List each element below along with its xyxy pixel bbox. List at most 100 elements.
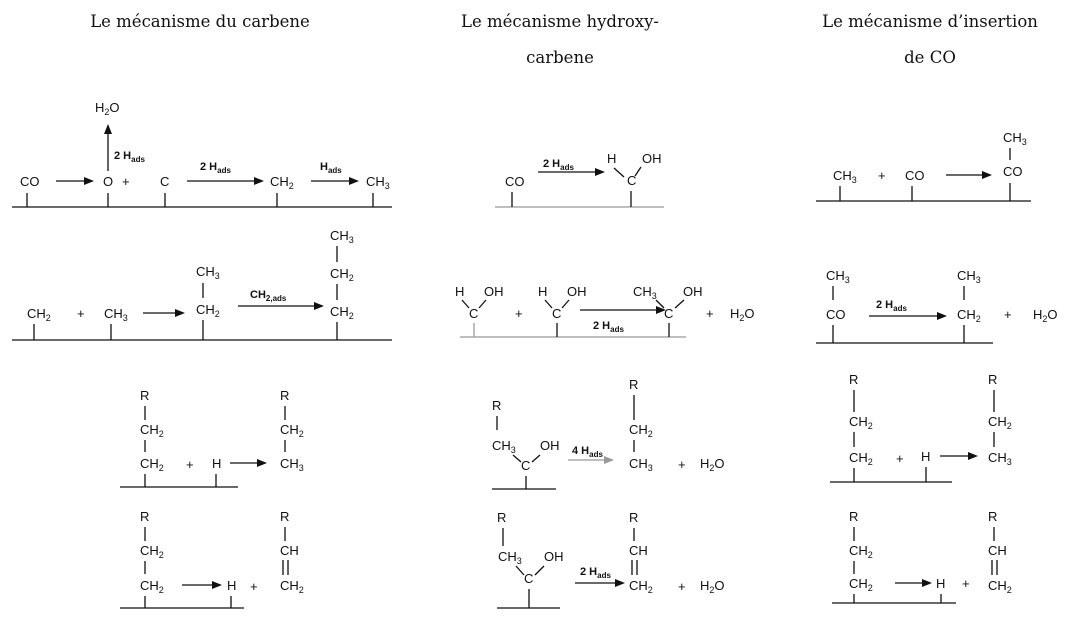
bond [613,167,625,178]
species-ch2: CH2​ [849,543,873,560]
species-h2o: H2​O [730,306,755,323]
species-ch2: CH2​ [270,174,294,191]
bond [634,166,642,177]
species-ch2: CH2​ [140,422,164,439]
species-r: R [280,388,289,403]
species-ch2: CH2​ [280,422,304,439]
species-co: CO [20,174,40,189]
species-ch2: CH2​ [957,307,981,324]
species-ch2: CH2​ [629,578,653,595]
species-h: H [212,456,221,471]
species-h: H [538,284,547,299]
species-ch2: CH2​ [27,306,51,323]
species-c: C [552,306,561,321]
bond [515,565,525,576]
species-ch3: CH3​ [498,549,522,566]
header-co-insertion: Le mécanisme d’insertion de CO [790,4,1070,76]
species-ch3: CH3​ [629,456,653,473]
plus-sign: + [896,451,904,466]
species-c: C [521,458,530,473]
species-ch3: CH3​ [988,450,1012,467]
label-ch2-ads: CH2,ads​ [250,289,287,303]
species-c: C [627,173,636,188]
label-2-hads: 2 Hads​ [200,161,231,175]
plus-sign: + [122,174,130,189]
species-ch: CH [629,543,648,558]
species-ch3: CH3​ [280,456,304,473]
species-h2o: H2​O [1033,307,1058,324]
species-ch2: CH2​ [140,456,164,473]
species-c: C [524,571,533,586]
species-r: R [629,377,638,392]
species-h: H [607,151,616,166]
species-ch3: CH3​ [1003,130,1027,147]
species-co: CO [1003,164,1023,179]
header-carbene: Le mécanisme du carbene [90,12,310,31]
species-h: H [921,449,930,464]
species-h: H [455,284,464,299]
species-ch2: CH2​ [988,414,1012,431]
bond [512,454,522,463]
species-ch: CH [988,543,1007,558]
label-2-hads: 2 Hads​ [543,158,574,172]
species-h2o: H2​O [700,578,725,595]
species-oh: OH [683,284,703,299]
species-co: CO [505,174,525,189]
bond [534,565,545,576]
bond [531,454,541,463]
species-ch2: CH2​ [330,266,354,283]
species-ch2: CH2​ [849,576,873,593]
species-h2o: H2​O [95,100,120,117]
species-r: R [492,398,501,413]
species-oh: OH [540,438,560,453]
label-2-hads: 2 Hads​ [580,566,611,580]
label-hads: Hads​ [320,161,342,175]
bond [544,299,553,309]
species-ch2: CH2​ [988,578,1012,595]
species-co: CO [905,168,925,183]
species-r: R [988,372,997,387]
species-r: R [629,510,638,525]
species-o: O [103,174,113,189]
plus-sign: + [878,168,886,183]
species-ch2: CH2​ [330,304,354,321]
plus-sign: + [706,306,714,321]
header-hydroxy-line1: Le mécanisme hydroxy- [460,12,660,31]
plus-sign: + [515,306,523,321]
species-r: R [280,509,289,524]
species-c: C [160,174,169,189]
header-co-line1: Le mécanisme d’insertion [822,12,1038,31]
plus-sign: + [678,579,686,594]
header-hydroxy-line2: carbene [526,48,594,67]
species-ch3: CH3​ [957,268,981,285]
species-c: C [664,306,673,321]
species-oh: OH [642,151,662,166]
bond [461,299,470,309]
species-oh: OH [544,549,564,564]
species-r: R [849,509,858,524]
species-ch3: CH3​ [492,438,516,455]
header-hydroxy-carbene: Le mécanisme hydroxy- carbene [420,4,700,76]
plus-sign: + [1004,307,1012,322]
species-oh: OH [484,284,504,299]
bond [561,299,570,309]
plus-sign: + [250,579,258,594]
species-ch2: CH2​ [196,302,220,319]
plus-sign: + [77,306,85,321]
species-h2o: H2​O [700,456,725,473]
species-r: R [140,388,149,403]
species-ch: CH [280,543,299,558]
species-ch2: CH2​ [140,543,164,560]
species-ch3: CH3​ [366,174,390,191]
species-oh: OH [567,284,587,299]
species-ch2: CH2​ [849,414,873,431]
species-r: R [140,509,149,524]
species-r: R [849,372,858,387]
label-2-hads: 2 Hads​ [876,299,907,313]
species-ch2: CH2​ [849,450,873,467]
plus-sign: + [678,457,686,472]
bond [674,299,685,309]
plus-sign: + [186,457,194,472]
label-4-hads: 4 Hads​ [572,445,603,459]
